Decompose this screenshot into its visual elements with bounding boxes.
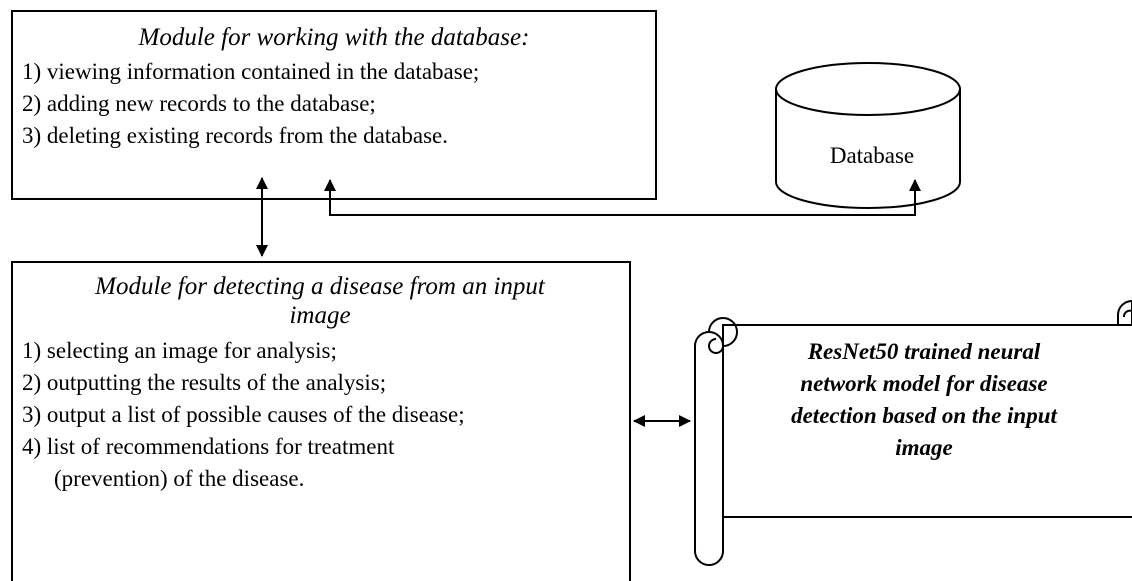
- detection-module-title-line2: image: [289, 302, 350, 329]
- database-module-item-2: 2) adding new records to the database;: [22, 91, 376, 116]
- detection-module-item-2: 2) outputting the results of the analysi…: [22, 370, 386, 395]
- database-module-item-1: 1) viewing information contained in the …: [22, 59, 479, 84]
- model-text-line4: image: [895, 435, 953, 460]
- database-connection-arrow: [324, 179, 921, 216]
- detection-module-title-line1: Module for detecting a disease from an i…: [94, 273, 546, 300]
- model-text-line1: ResNet50 trained neural: [807, 339, 1041, 364]
- detection-module-item-4-continued: (prevention) of the disease.: [54, 466, 304, 491]
- database-module-title: Module for working with the database:: [138, 24, 530, 51]
- detection-module-box: Module for detecting a disease from an i…: [11, 261, 631, 581]
- model-text-line2: network model for disease: [800, 371, 1047, 396]
- detection-module-item-3: 3) output a list of possible causes of t…: [22, 402, 465, 427]
- model-scroll: [694, 300, 1132, 566]
- detection-module-item-4: 4) list of recommendations for treatment: [22, 434, 395, 459]
- database-label: Database: [830, 143, 914, 168]
- database-cylinder: Database: [775, 62, 961, 209]
- database-module-item-3: 3) deleting existing records from the da…: [22, 123, 448, 148]
- model-text-line3: detection based on the input: [791, 403, 1057, 428]
- database-module-box: Module for working with the database: 1)…: [11, 10, 657, 200]
- detection-module-item-1: 1) selecting an image for analysis;: [22, 338, 337, 363]
